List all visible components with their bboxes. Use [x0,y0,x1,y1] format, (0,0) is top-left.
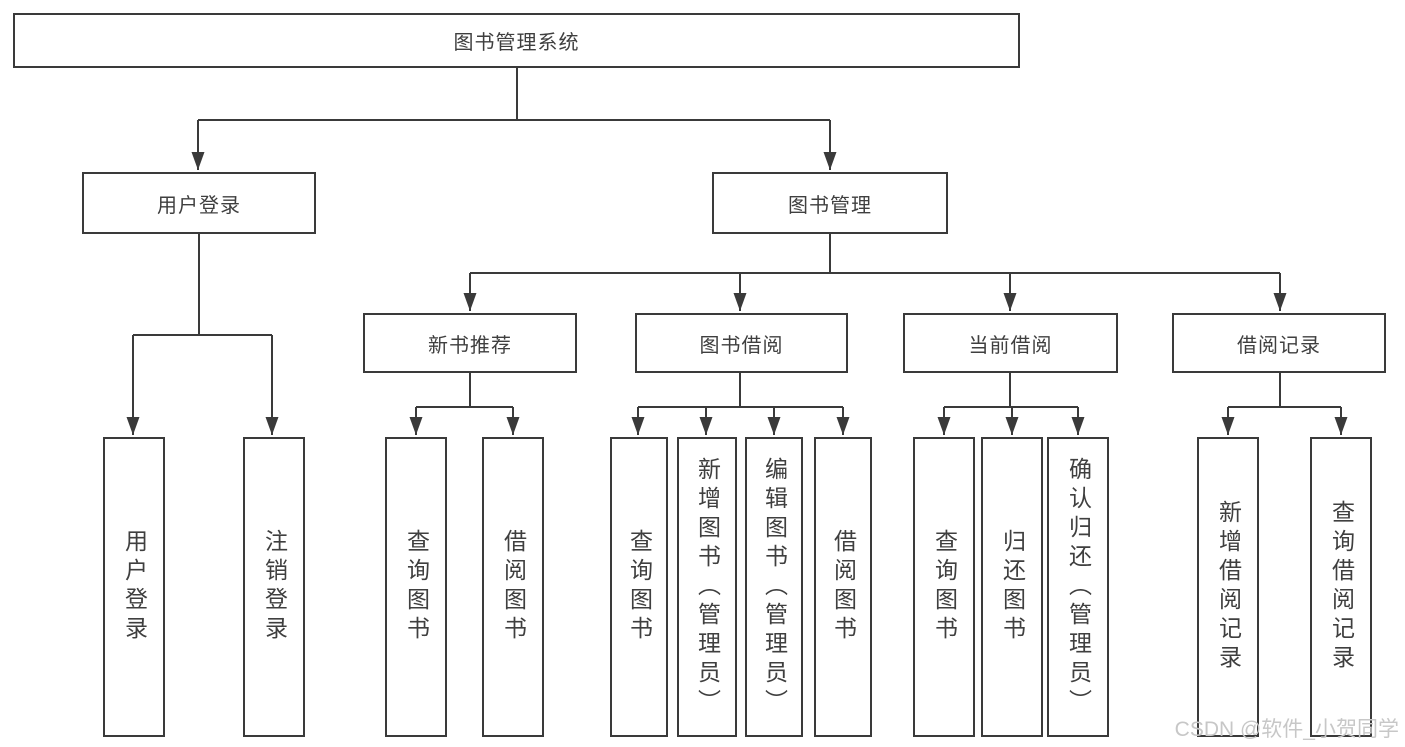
connector-borrow-record-to-leaves [1221,373,1348,435]
connector-root-to-level2 [191,68,837,170]
leaf-borrow-book-1: 借阅图书 [482,437,544,737]
connector-user-login-to-leaves [126,234,279,435]
leaf-user-login: 用户登录 [103,437,165,737]
node-root-library-system: 图书管理系统 [13,13,1020,68]
connector-new-book-to-leaves [409,373,520,435]
leaf-return-book: 归还图书 [981,437,1043,737]
leaf-query-book-1: 查询图书 [385,437,447,737]
node-user-login: 用户登录 [82,172,316,234]
connector-current-borrow-to-leaves [937,373,1085,435]
leaf-add-book-admin: 新增图书（管理员） [677,437,737,737]
node-current-borrow: 当前借阅 [903,313,1118,373]
leaf-borrow-book-2: 借阅图书 [814,437,872,737]
node-book-borrow: 图书借阅 [635,313,848,373]
node-borrow-record: 借阅记录 [1172,313,1386,373]
csdn-watermark: CSDN @软件_小贺同学 [1174,718,1399,741]
leaf-logout: 注销登录 [243,437,305,737]
leaf-query-borrow-record: 查询借阅记录 [1310,437,1372,737]
connector-book-borrow-to-leaves [631,373,850,435]
connector-book-mgmt-to-level3 [463,234,1287,311]
leaf-add-borrow-record: 新增借阅记录 [1197,437,1259,737]
leaf-confirm-return-admin: 确认归还（管理员） [1047,437,1109,737]
leaf-edit-book-admin: 编辑图书（管理员） [745,437,803,737]
node-new-book-recommend: 新书推荐 [363,313,577,373]
leaf-query-book-3: 查询图书 [913,437,975,737]
node-book-management: 图书管理 [712,172,948,234]
leaf-query-book-2: 查询图书 [610,437,668,737]
